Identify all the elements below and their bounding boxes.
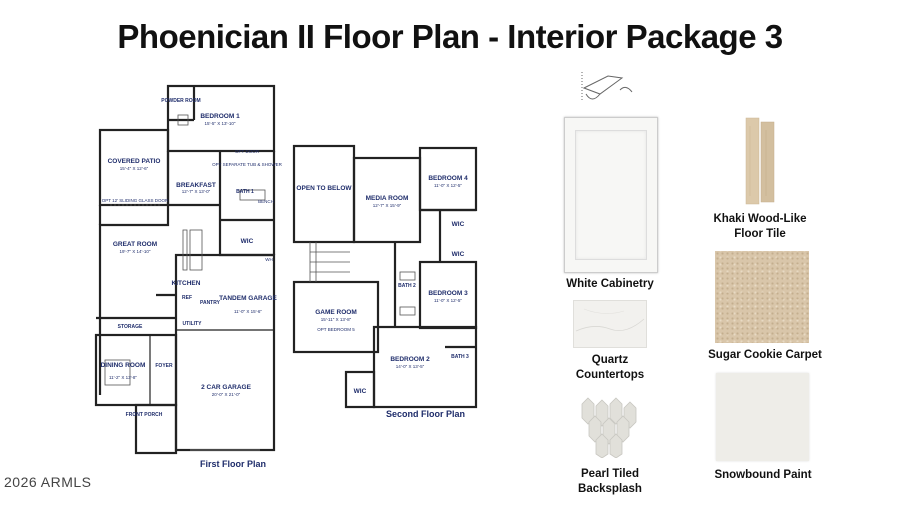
opt-tub-note: OPT SEPARATE TUB & SHOWER	[212, 162, 282, 167]
two-car-garage-dim: 20'-0" X 21'-0"	[212, 392, 241, 397]
bedroom-4-label: BEDROOM 4	[428, 175, 468, 182]
pearl-label-line1: Pearl Tiled	[581, 468, 639, 480]
wic-4-label: WIC	[354, 388, 367, 395]
media-room-dim: 12'-7" X 15'-9"	[373, 203, 402, 208]
second-floor-caption: Second Floor Plan	[386, 409, 466, 419]
bedroom-3-label: BEDROOM 3	[428, 290, 468, 297]
pearl-label-line2: Backsplash	[578, 483, 642, 495]
pearl-backsplash-label: Pearl Tiled Backsplash	[550, 467, 670, 497]
sugar-cookie-carpet-label: Sugar Cookie Carpet	[708, 349, 822, 361]
pearl-backsplash-swatch	[581, 397, 637, 458]
second-floor-plan: OPEN TO BELOW MEDIA ROOM 12'-7" X 15'-9"…	[292, 144, 478, 409]
foyer-label: FOYER	[155, 363, 173, 369]
wic-label: WIC	[241, 238, 254, 245]
pantry-label: PANTRY	[200, 300, 221, 306]
quartz-label-line2: Countertops	[575, 369, 645, 381]
bench-note: BENCH	[258, 199, 274, 204]
khaki-floor-tile-label: Khaki Wood-Like Floor Tile	[700, 212, 820, 242]
covered-patio-label: COVERED PATIO	[108, 158, 161, 165]
white-cabinetry-swatch	[564, 117, 658, 273]
game-room-dim: 15'-11" X 13'-8"	[321, 317, 352, 322]
snowbound-paint-swatch	[716, 373, 809, 461]
copyright-watermark: 2026 ARMLS	[4, 474, 92, 490]
wic-2-label: WIC	[452, 221, 465, 228]
tandem-garage-dim: 11'-0" X 15'-6"	[234, 309, 262, 314]
first-floor-plan: BEDROOM 1 15'-5" X 13'-10" POWDER ROOM C…	[94, 84, 283, 455]
utility-label: UTILITY	[183, 321, 203, 327]
breakfast-dim: 12'-7" X 13'-0"	[182, 189, 211, 194]
dining-room-label: DINING ROOM	[101, 362, 146, 369]
quartz-countertops-label: Quartz Countertops	[550, 353, 670, 383]
khaki-floor-tile-swatch	[745, 117, 775, 205]
bedroom-2-dim: 14'-0" X 13'-5"	[396, 364, 425, 369]
great-room-dim: 19'-7" X 14'-10"	[120, 249, 151, 254]
bath-2-label: BATH 2	[398, 283, 416, 289]
khaki-label-line1: Khaki Wood-Like	[713, 213, 807, 225]
first-floor-caption: First Floor Plan	[200, 459, 267, 469]
bedroom-1-label: BEDROOM 1	[200, 113, 240, 120]
opt-bedroom-5-label: OPT BEDROOM 5	[317, 327, 355, 332]
kitchen-label: KITCHEN	[172, 280, 201, 287]
sliding-door-note: OPT 12' SLIDING GLASS DOOR	[102, 198, 169, 203]
powder-room-label: POWDER ROOM	[161, 98, 200, 104]
sugar-cookie-carpet-swatch	[715, 251, 809, 343]
quartz-countertops-swatch	[573, 300, 647, 348]
bedroom-4-dim: 11'-0" X 12'-5"	[434, 183, 462, 188]
opt-door-note: OPT DOOR	[235, 149, 260, 154]
bedroom-1-dim: 15'-5" X 13'-10"	[205, 121, 236, 126]
game-room-label: GAME ROOM	[315, 309, 357, 316]
media-room-label: MEDIA ROOM	[366, 195, 409, 202]
great-room-label: GREAT ROOM	[113, 241, 157, 248]
snowbound-paint-label: Snowbound Paint	[714, 469, 812, 481]
quartz-label-line1: Quartz	[591, 354, 629, 366]
dining-room-dim: 11'-2" X 13'-8"	[109, 375, 137, 380]
wh-note: WH	[265, 257, 273, 262]
breakfast-label: BREAKFAST	[176, 182, 216, 189]
page-title: Phoenician II Floor Plan - Interior Pack…	[117, 18, 783, 55]
tandem-garage-label: TANDEM GARAGE	[219, 295, 277, 302]
cabinet-hardware-icon	[581, 72, 633, 102]
open-to-below-label: OPEN TO BELOW	[296, 185, 352, 192]
front-porch-label: FRONT PORCH	[126, 412, 163, 418]
covered-patio-dim: 15'-4" X 12'-6"	[120, 166, 149, 171]
bath-1-label: BATH 1	[236, 189, 254, 195]
ref-label: REF	[182, 295, 192, 301]
bedroom-3-dim: 11'-0" X 12'-5"	[434, 298, 462, 303]
khaki-label-line2: Floor Tile	[734, 228, 786, 240]
storage-label: STORAGE	[118, 324, 143, 330]
bedroom-2-label: BEDROOM 2	[390, 356, 430, 363]
two-car-garage-label: 2 CAR GARAGE	[201, 384, 252, 391]
bath-3-label: BATH 3	[451, 354, 469, 360]
white-cabinetry-label: White Cabinetry	[566, 278, 654, 290]
wic-3-label: WIC	[452, 251, 465, 258]
